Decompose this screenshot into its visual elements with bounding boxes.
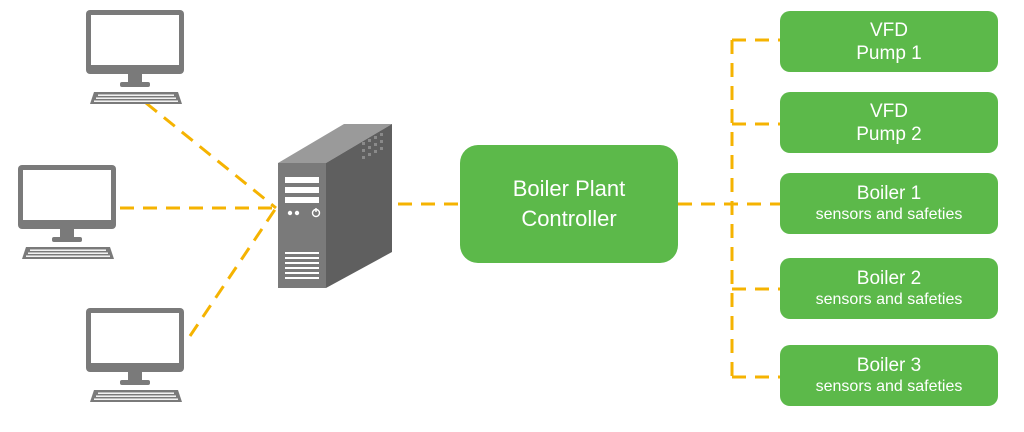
device-title: Boiler 3 (856, 355, 922, 376)
controller-label-line2: Controller (521, 206, 617, 231)
device-subtitle: sensors and safeties (815, 378, 963, 395)
device-box-boiler-2: Boiler 2 sensors and safeties (780, 258, 998, 319)
device-subtitle: sensors and safeties (815, 206, 963, 223)
device-box-boiler-3: Boiler 3 sensors and safeties (780, 345, 998, 406)
device-subtitle: Pump 1 (856, 42, 922, 64)
desktop-computer-icon (86, 308, 184, 402)
device-title: Boiler 2 (856, 268, 922, 289)
device-box-vfd-pump-1: VFD Pump 1 (780, 11, 998, 72)
device-subtitle: sensors and safeties (815, 291, 963, 308)
connection-lines (120, 38, 780, 379)
desktop-computer-icon (86, 10, 184, 104)
server-tower-icon (278, 124, 392, 288)
device-subtitle: Pump 2 (856, 123, 922, 145)
device-title: Boiler 1 (856, 183, 922, 204)
link-workstation-3-server (188, 207, 278, 337)
device-box-vfd-pump-2: VFD Pump 2 (780, 92, 998, 153)
device-box-boiler-1: Boiler 1 sensors and safeties (780, 173, 998, 234)
link-workstation-1-server (145, 101, 277, 210)
device-title: VFD (870, 19, 908, 41)
boiler-plant-controller-box: Boiler Plant Controller (460, 145, 678, 263)
controller-label-line1: Boiler Plant (512, 176, 626, 201)
desktop-computer-icon (18, 165, 116, 259)
device-title: VFD (870, 100, 908, 122)
